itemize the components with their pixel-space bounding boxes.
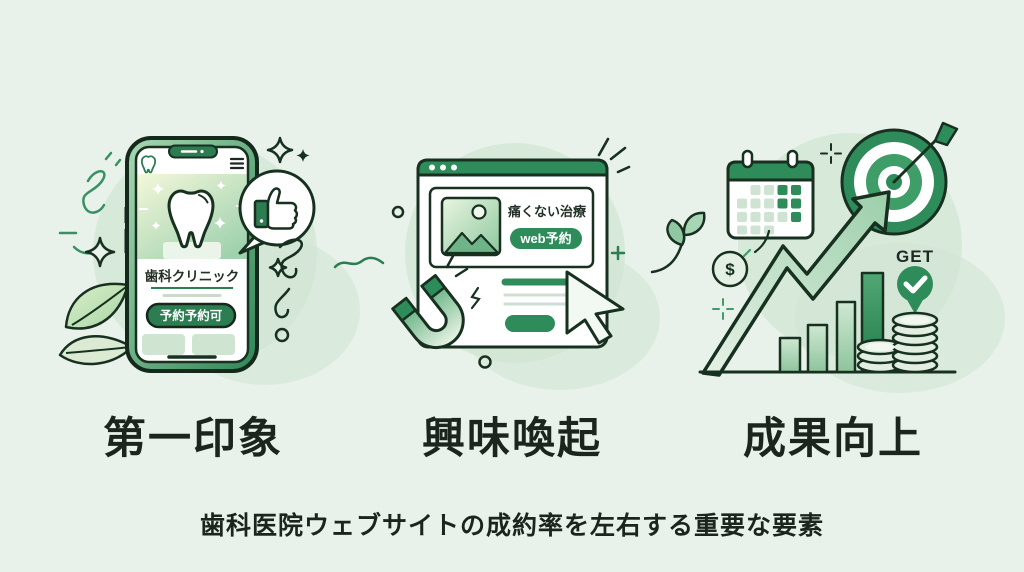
illustration-results: $ GET [698, 121, 1005, 393]
phone-notch [168, 144, 218, 159]
check-bubble [897, 266, 933, 314]
web-reservation-button: web予約 [510, 228, 582, 249]
illustration-interest: 痛くない治療 web予約 [391, 137, 706, 390]
hamburger-menu-icon [229, 157, 245, 170]
image-placeholder-icon [440, 196, 502, 257]
content-lines [501, 278, 574, 306]
hero-card: 痛くない治療 web予約 [428, 186, 595, 269]
curve-decoration [753, 229, 771, 254]
leaf-icon [58, 282, 134, 366]
panel-label-first-impression: 第一印象 [103, 415, 283, 463]
calendar-grid [737, 185, 801, 235]
dollar-icon: $ [711, 248, 752, 288]
dot-decoration [391, 205, 405, 219]
dollar-symbol: $ [725, 260, 735, 279]
growth-arrow-icon [701, 190, 891, 377]
check-icon [903, 275, 928, 294]
sprout-icon [650, 211, 706, 274]
calendar-icon [726, 149, 815, 240]
content-pill [505, 315, 555, 332]
caption: 歯科医院ウェブサイトの成約率を左右する重要な要素 [199, 512, 825, 540]
magnet-icon [391, 273, 465, 350]
get-badge-text: GET [896, 247, 934, 266]
browser-title-bar [416, 158, 609, 177]
window-dots [429, 164, 457, 171]
clinic-name-text: 歯科クリニック [145, 268, 240, 284]
thumbs-up-bubble [238, 169, 316, 255]
tooth-icon [140, 155, 157, 174]
web-reservation-label: web予約 [519, 231, 571, 246]
illustration-first-impression: 歯科クリニック 予約予約可 [58, 136, 385, 385]
reservation-button-label: 予約予約可 [160, 308, 223, 323]
browser-window: 痛くない治療 web予約 [416, 158, 609, 349]
tooth-hero-icon [167, 189, 215, 249]
panel-label-results: 成果向上 [743, 415, 923, 463]
dart-icon [892, 121, 959, 184]
cursor-icon [565, 270, 625, 345]
coins-icon [856, 311, 939, 374]
magnet-sparks [445, 254, 481, 310]
crosshair-decoration [712, 143, 842, 320]
sparkle-icon [84, 236, 116, 268]
thumbs-up-icon [253, 187, 299, 230]
spark-lines [597, 137, 631, 174]
plus-icon [610, 245, 626, 261]
dot-decoration-bottom [478, 355, 492, 369]
reservation-button: 予約予約可 [145, 302, 237, 329]
headline-text: 痛くない治療 [507, 204, 587, 219]
panel-label-interest: 興味喚起 [422, 415, 602, 463]
squiggle-decoration-right [274, 238, 385, 343]
smartphone: 歯科クリニック 予約予約可 [124, 136, 259, 373]
